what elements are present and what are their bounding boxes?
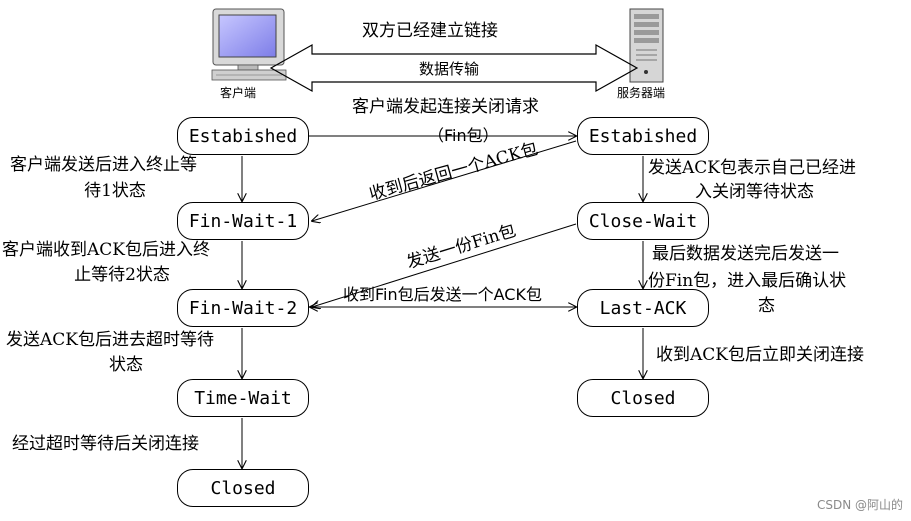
client-note-1-line-1: 客户端发送后进入终止等: [10, 155, 197, 175]
server-state-close-wait: Close-Wait: [577, 202, 709, 240]
server-state-estabished: Estabished: [577, 117, 709, 155]
msg-close-request-label-line-1: 客户端发起连接关闭请求: [352, 97, 539, 117]
client-state-closed: Closed: [177, 469, 309, 507]
msg-fin-send-arrow: [312, 223, 577, 307]
client-state-time-wait: Time-Wait: [177, 379, 309, 417]
client-note-3-line-2: 状态: [109, 355, 143, 375]
client-state-fin-wait-1: Fin-Wait-1: [177, 202, 309, 240]
server-note-3: 收到ACK包后立即关闭连接: [656, 345, 864, 365]
transfer-label: 数据传输: [419, 60, 480, 78]
client-note-2-line-1: 客户端收到ACK包后进入终: [2, 240, 210, 260]
msg-close-request-label-line-2: （Fin包）: [428, 126, 499, 145]
msg-ack-back-arrow: [312, 140, 577, 221]
msg-final-ack-label: 收到Fin包后发送一个ACK包: [343, 285, 542, 304]
client-state-fin-wait-2: Fin-Wait-2: [177, 289, 309, 327]
server-state-last-ack: Last-ACK: [577, 289, 709, 327]
client-label: 客户端: [220, 86, 257, 100]
server-note-1-line-2: 入关闭等待状态: [695, 182, 814, 202]
client-note-3-line-1: 发送ACK包后进去超时等待: [6, 330, 214, 350]
client-note-4: 经过超时等待后关闭连接: [12, 434, 199, 454]
server-note-1-line-1: 发送ACK包表示自己已经进: [648, 158, 856, 178]
connection-arrow: [269, 43, 639, 93]
server-note-2-line-1: 最后数据发送完后发送一: [652, 244, 839, 264]
client-note-1-line-2: 待1状态: [84, 181, 146, 201]
server-label: 服务器端: [617, 86, 666, 100]
link-label: 双方已经建立链接: [362, 21, 498, 41]
server-tower-icon: [629, 8, 664, 83]
server-note-2-line-2: 份Fin包，进入最后确认状: [648, 271, 847, 291]
server-note-2-line-3: 态: [758, 296, 775, 316]
client-state-estabished: Estabished: [177, 117, 309, 155]
client-note-2-line-2: 止等待2状态: [74, 265, 170, 285]
server-state-closed: Closed: [577, 379, 709, 417]
watermark: CSDN @阿山的: [816, 498, 903, 512]
client-computer-icon: [211, 8, 287, 81]
